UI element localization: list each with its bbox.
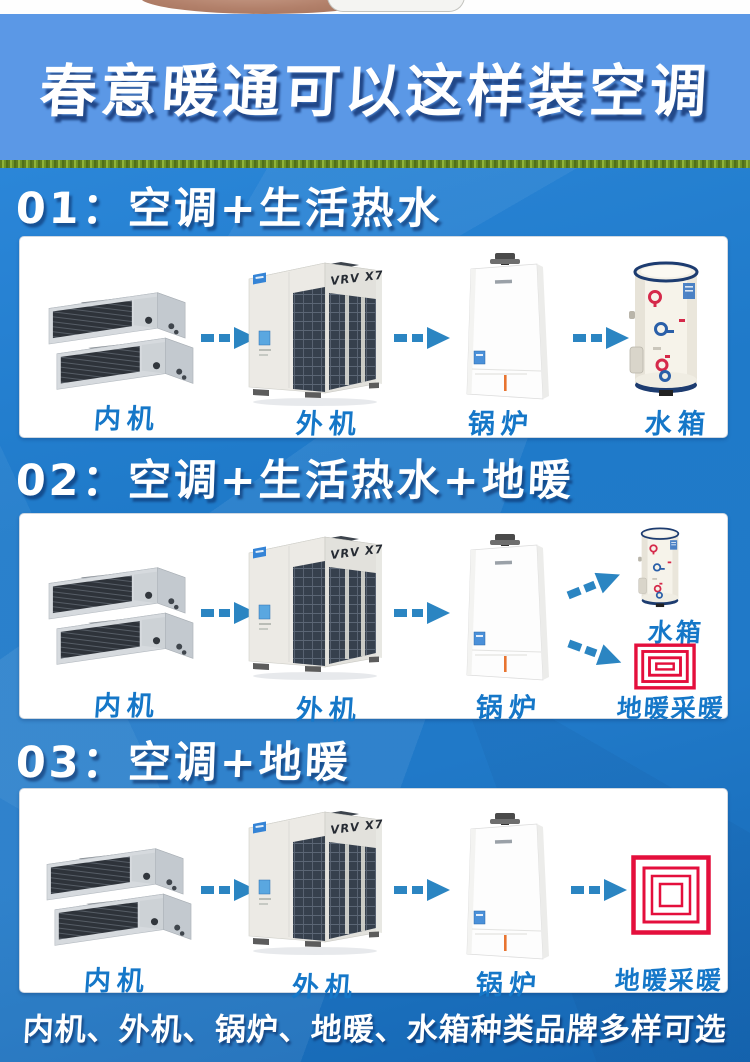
vrv-badge: VRV X7	[330, 268, 385, 288]
vrv-badge: VRV X7	[330, 542, 385, 562]
outdoor-unit-image: VRV X7	[248, 261, 385, 407]
device-photo-fragment	[327, 0, 465, 12]
boiler-label: 锅炉	[474, 970, 543, 1001]
outdoor-unit-label: 外机	[294, 409, 363, 440]
boiler-label: 锅炉	[474, 693, 543, 724]
section-3-panel: 内机 VRV X7 外机 锅炉 地暖采暖	[19, 788, 728, 1003]
indoor-units-image	[47, 287, 195, 399]
indoor-units-image	[45, 843, 193, 955]
outdoor-unit-label: 外机	[294, 695, 363, 726]
water-tank-label: 水箱	[643, 409, 712, 440]
indoor-units-image	[47, 562, 195, 674]
indoor-unit-label: 内机	[92, 691, 161, 722]
dashed-arrow-up-icon	[563, 564, 625, 606]
floor-heating-label: 地暖采暖	[615, 694, 726, 723]
floor-heating-icon	[634, 643, 696, 690]
water-tank-image	[629, 261, 699, 398]
dashed-arrow-down-icon	[564, 633, 626, 673]
dashed-arrow-icon	[571, 879, 627, 901]
indoor-unit-label: 内机	[92, 404, 161, 435]
indoor-unit-label: 内机	[82, 966, 151, 997]
outdoor-unit-label: 外机	[290, 972, 359, 1003]
section-2-heading: 02：空调+生活热水+地暖	[14, 456, 575, 506]
dashed-arrow-icon	[394, 879, 450, 901]
banner-title: 春意暖通可以这样装空调	[37, 59, 712, 125]
section-2-panel: 内机 VRV X7 外机 锅炉 水箱 地暖采暖	[19, 513, 728, 726]
dashed-arrow-icon	[573, 327, 629, 349]
top-photo-strip	[0, 0, 750, 14]
floor-heating-label: 地暖采暖	[613, 966, 724, 995]
water-tank-image	[637, 527, 680, 608]
footer-note: 内机、外机、锅炉、地暖、水箱种类品牌多样可选	[21, 1012, 728, 1048]
dashed-arrow-icon	[394, 327, 450, 349]
outdoor-unit-image: VRV X7	[248, 810, 385, 956]
floor-heating-icon	[631, 855, 711, 935]
dashed-arrow-icon	[394, 602, 450, 624]
boiler-label: 锅炉	[466, 409, 535, 440]
section-3-heading: 03：空调+地暖	[14, 738, 352, 788]
section-1-panel: 内机 VRV X7 外机 锅炉 水箱	[19, 236, 728, 440]
grass-divider	[0, 160, 750, 168]
vrv-badge: VRV X7	[330, 817, 385, 837]
boiler-image	[466, 813, 550, 960]
main-banner: 春意暖通可以这样装空调	[0, 14, 750, 160]
hand-photo-fragment	[140, 0, 390, 14]
boiler-image	[466, 534, 550, 681]
section-1-heading: 01：空调+生活热水	[14, 184, 444, 234]
boiler-image	[466, 253, 550, 400]
outdoor-unit-image: VRV X7	[248, 535, 385, 681]
